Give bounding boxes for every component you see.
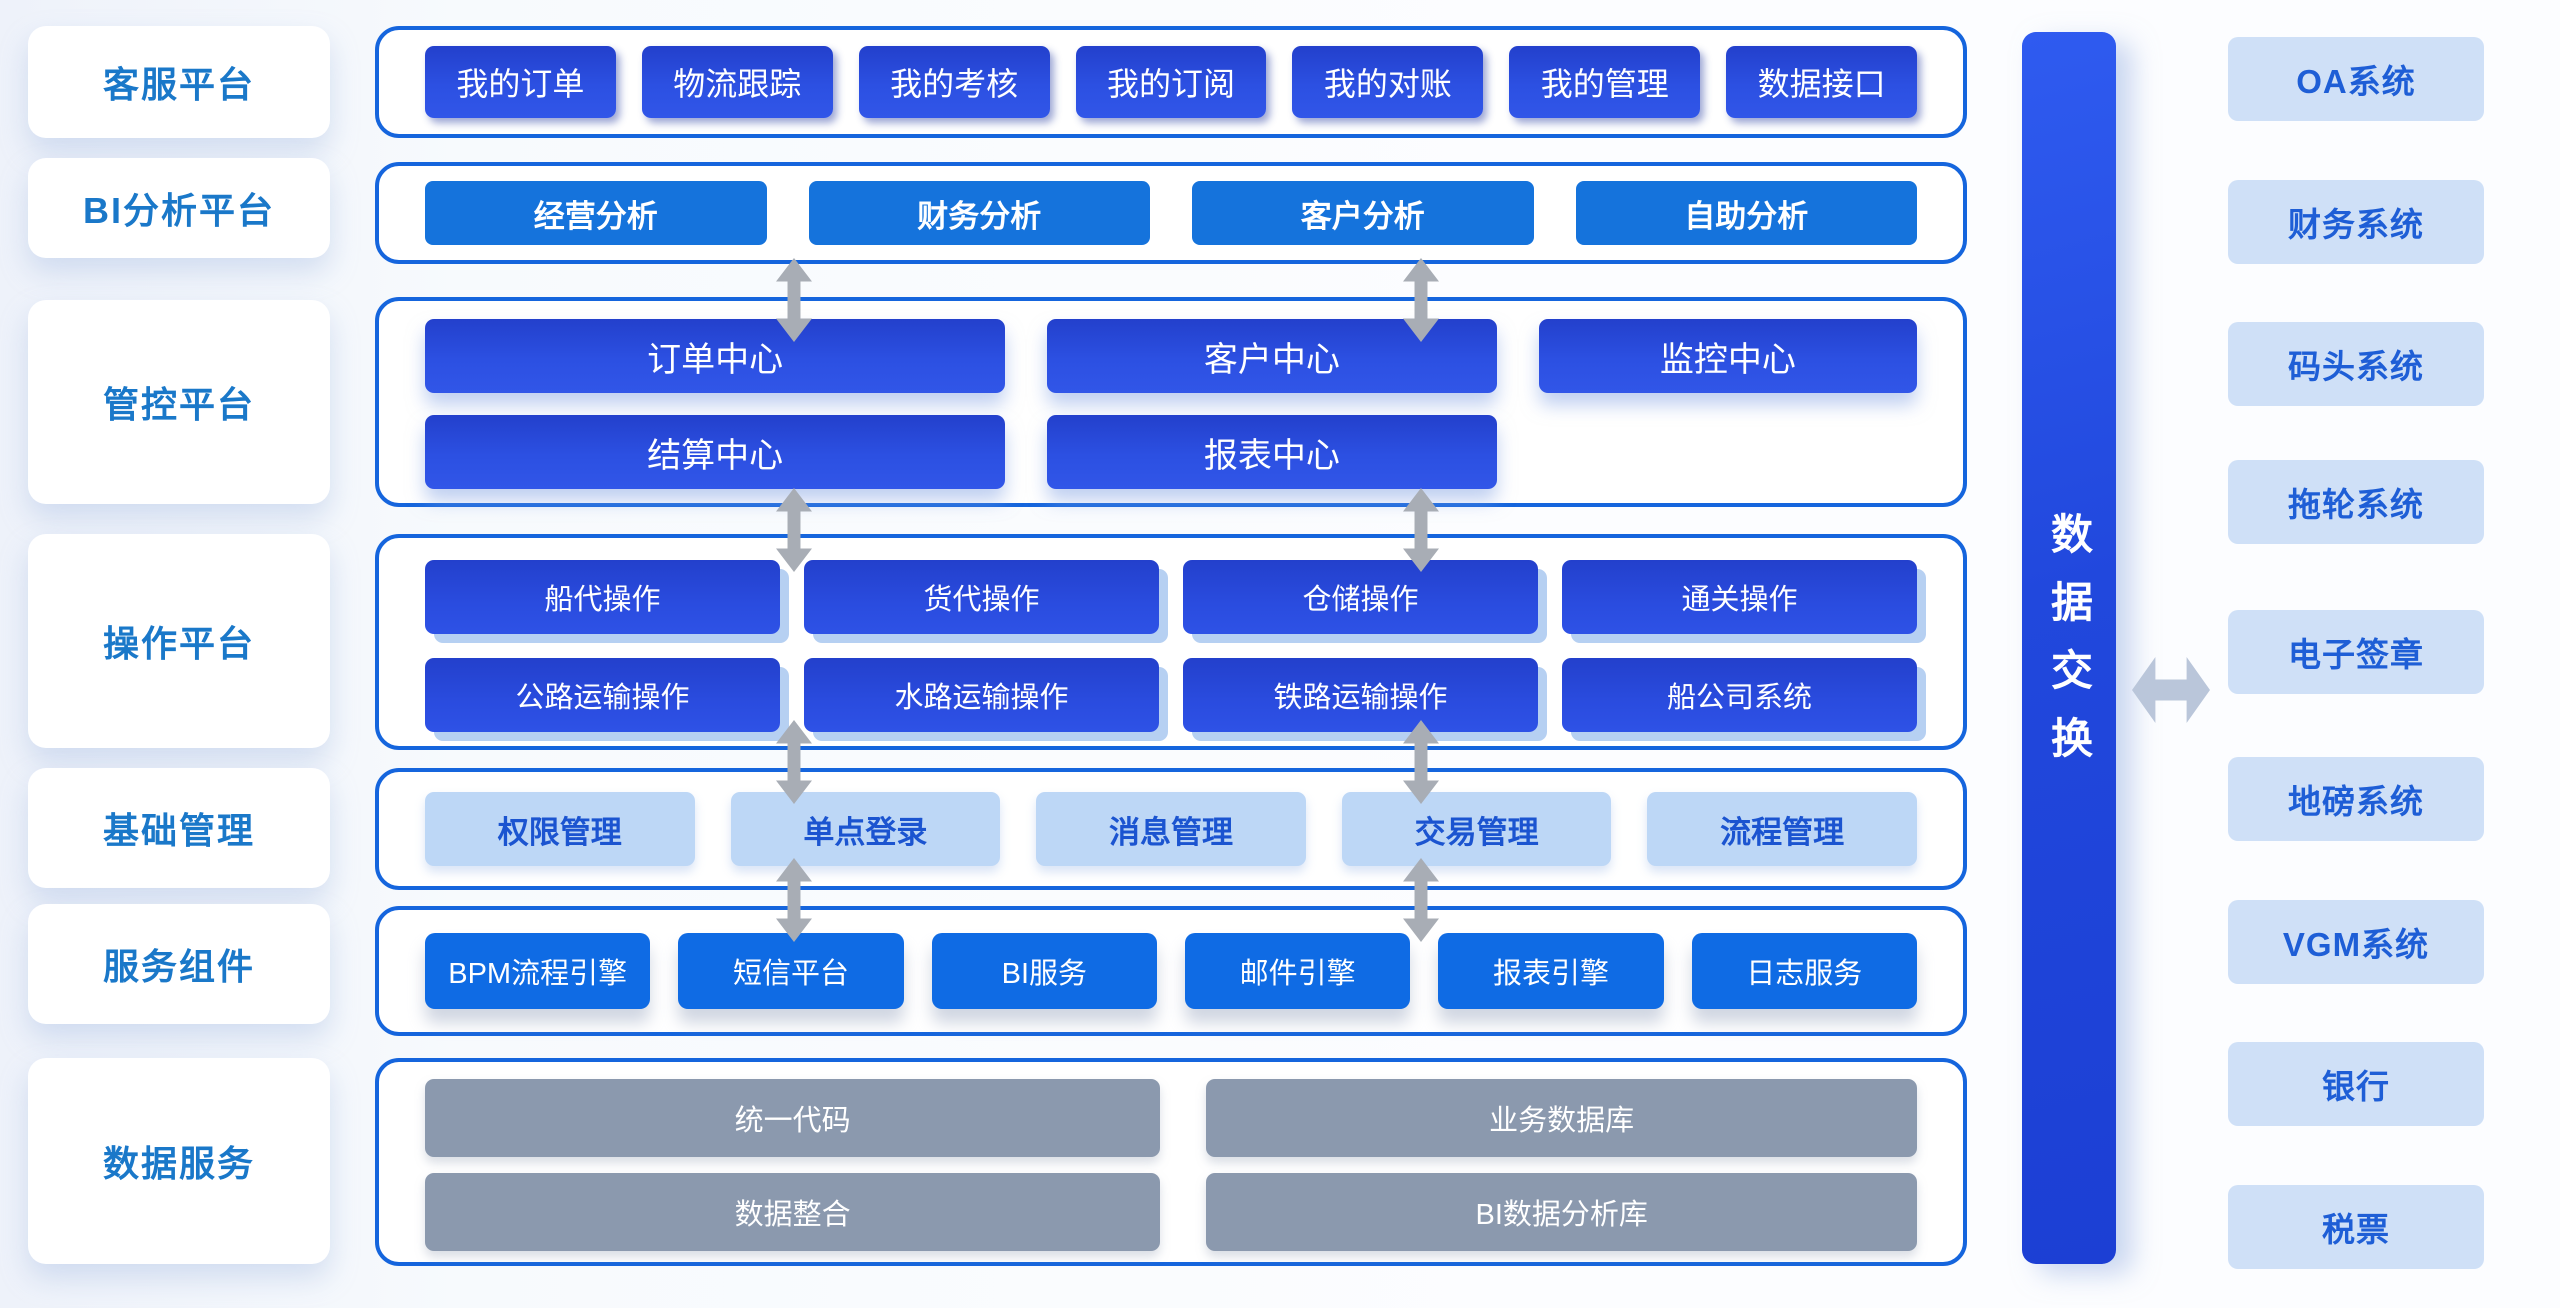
- module-customer-analysis: 客户分析: [1192, 181, 1534, 245]
- module-warehouse-ops: 仓储操作: [1183, 560, 1538, 634]
- module-freight-agency-ops: 货代操作: [804, 560, 1159, 634]
- module-logistics-tracking: 物流跟踪: [641, 46, 833, 118]
- external-system-tax-invoice: 税票: [2228, 1185, 2484, 1269]
- module-sms-platform: 短信平台: [678, 933, 904, 1009]
- bi-button-row: 经营分析 财务分析 客户分析 自助分析: [379, 166, 1963, 260]
- module-shipping-company-system: 船公司系统: [1562, 658, 1917, 732]
- module-bi-service: BI服务: [931, 933, 1157, 1009]
- module-my-orders: 我的订单: [425, 46, 616, 118]
- module-process-management: 流程管理: [1647, 792, 1917, 866]
- module-customs-ops: 通关操作: [1562, 560, 1917, 634]
- external-system-bank: 银行: [2228, 1042, 2484, 1126]
- module-transaction-management: 交易管理: [1341, 792, 1612, 866]
- module-my-management: 我的管理: [1509, 46, 1701, 118]
- service-components-layer: BPM流程引擎 短信平台 BI服务 邮件引擎 报表引擎 日志服务: [375, 906, 1967, 1036]
- sidebar-item-service-components: 服务组件: [28, 904, 330, 1024]
- operation-layer: 船代操作 货代操作 仓储操作 通关操作 公路运输操作 水路运输操作 铁路运输操作…: [375, 534, 1967, 750]
- external-system-finance: 财务系统: [2228, 180, 2484, 264]
- sidebar-item-customer-service-platform: 客服平台: [28, 26, 330, 138]
- external-system-tugboat: 拖轮系统: [2228, 460, 2484, 544]
- basic-button-row: 权限管理 单点登录 消息管理 交易管理 流程管理: [379, 772, 1963, 886]
- sidebar-item-data-services: 数据服务: [28, 1058, 330, 1264]
- module-report-center: 报表中心: [1047, 415, 1497, 489]
- sidebar-item-basic-management: 基础管理: [28, 768, 330, 888]
- basic-management-layer: 权限管理 单点登录 消息管理 交易管理 流程管理: [375, 768, 1967, 890]
- external-system-weighbridge: 地磅系统: [2228, 757, 2484, 841]
- module-financial-analysis: 财务分析: [808, 181, 1150, 245]
- module-business-database: 业务数据库: [1206, 1079, 1917, 1157]
- module-single-sign-on: 单点登录: [730, 792, 1001, 866]
- module-log-service: 日志服务: [1691, 933, 1917, 1009]
- module-bpm-engine: BPM流程引擎: [425, 933, 651, 1009]
- module-settlement-center: 结算中心: [425, 415, 1006, 489]
- module-rail-transport-ops: 铁路运输操作: [1183, 658, 1538, 732]
- module-business-analysis: 经营分析: [425, 181, 767, 245]
- external-system-terminal: 码头系统: [2228, 322, 2484, 406]
- module-report-engine: 报表引擎: [1438, 933, 1664, 1009]
- data-exchange-label: 数据交换: [2045, 512, 2093, 784]
- module-water-transport-ops: 水路运输操作: [804, 658, 1159, 732]
- components-button-row: BPM流程引擎 短信平台 BI服务 邮件引擎 报表引擎 日志服务: [379, 910, 1963, 1032]
- customer-service-button-row: 我的订单 物流跟踪 我的考核 我的订阅 我的对账 我的管理 数据接口: [379, 30, 1963, 134]
- module-data-interface: 数据接口: [1726, 46, 1918, 118]
- module-my-reconciliation: 我的对账: [1292, 46, 1484, 118]
- bi-analysis-layer: 经营分析 财务分析 客户分析 自助分析: [375, 162, 1967, 264]
- module-bi-analysis-database: BI数据分析库: [1206, 1173, 1917, 1251]
- module-ship-agency-ops: 船代操作: [425, 560, 780, 634]
- sidebar-item-control-platform: 管控平台: [28, 300, 330, 504]
- module-mail-engine: 邮件引擎: [1184, 933, 1411, 1009]
- data-exchange-bar: 数据交换: [2022, 32, 2116, 1264]
- horizontal-double-arrow-icon: [2132, 657, 2210, 723]
- module-my-assessment: 我的考核: [858, 46, 1050, 118]
- module-unified-code: 统一代码: [425, 1079, 1161, 1157]
- sidebar-item-bi-analysis-platform: BI分析平台: [28, 158, 330, 258]
- control-layer: 订单中心 客户中心 监控中心 结算中心 报表中心: [375, 297, 1967, 507]
- module-monitoring-center: 监控中心: [1538, 319, 1917, 393]
- sidebar-item-operation-platform: 操作平台: [28, 534, 330, 748]
- module-road-transport-ops: 公路运输操作: [425, 658, 780, 732]
- module-my-subscription: 我的订阅: [1075, 46, 1267, 118]
- module-order-center: 订单中心: [425, 319, 1006, 393]
- external-system-vgm: VGM系统: [2228, 900, 2484, 984]
- module-self-service-analysis: 自助分析: [1575, 181, 1917, 245]
- customer-service-layer: 我的订单 物流跟踪 我的考核 我的订阅 我的对账 我的管理 数据接口: [375, 26, 1967, 138]
- module-data-integration: 数据整合: [425, 1173, 1161, 1251]
- module-permission-management: 权限管理: [425, 792, 695, 866]
- module-message-management: 消息管理: [1036, 792, 1306, 866]
- external-system-oa: OA系统: [2228, 37, 2484, 121]
- data-services-layer: 统一代码 业务数据库 数据整合 BI数据分析库: [375, 1058, 1967, 1266]
- external-system-e-signature: 电子签章: [2228, 610, 2484, 694]
